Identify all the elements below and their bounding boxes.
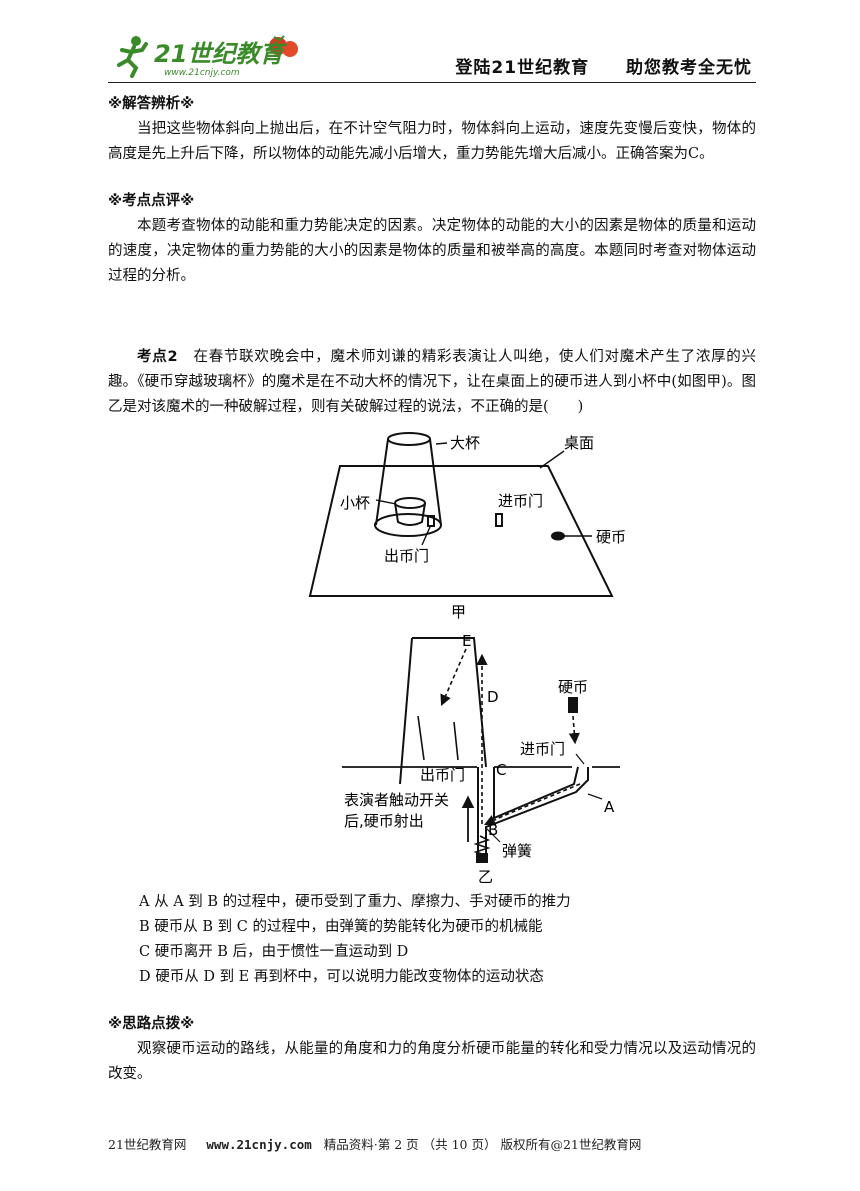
inner-line-left [417, 715, 425, 761]
arrow-E-to-cup [440, 648, 467, 707]
coin-in-door [495, 513, 503, 527]
label-big-cup: 大杯 [450, 434, 480, 452]
arrow-coin-down [568, 715, 580, 745]
question-label: 考点2 [137, 349, 178, 365]
caption-yi: 乙 [478, 868, 493, 886]
note-line-2: 后,硬币射出 [344, 812, 424, 830]
inner-line-right [453, 721, 459, 761]
footer-site-link[interactable]: www.21cnjy.com [206, 1137, 312, 1152]
label-B: B [488, 821, 498, 839]
label-D: D [487, 688, 499, 706]
label-C: C [496, 761, 506, 779]
page-footer: 21世纪教育网 www.21cnjy.com 精品资料·第 2 页 （共 10 页）… [108, 1134, 756, 1153]
page-header: 21世纪教育 www.21cnjy.com 登陆21世纪教育 助您教考全无忧 [108, 30, 756, 83]
leader-A [587, 793, 603, 800]
slogan-helper: 助您教考全无忧 [626, 58, 752, 78]
footer-left: 21世纪教育网 [108, 1137, 187, 1152]
tomato-icon [269, 35, 298, 57]
label-coin-out-yi: 出币门 [420, 766, 465, 784]
leader-spring [485, 827, 501, 843]
coin-icon [551, 531, 565, 541]
logo-text: 21世纪教育 [154, 40, 287, 68]
label-coin-in-yi: 进币门 [520, 740, 565, 758]
label-A: A [604, 798, 615, 816]
tabletop [308, 465, 614, 597]
logo-url: www.21cnjy.com [164, 68, 240, 78]
cup-profile [399, 637, 487, 785]
leader-table [539, 450, 565, 469]
small-cup-top [394, 497, 426, 509]
review-title: ※考点点评※ [108, 193, 195, 209]
channel [477, 766, 589, 859]
option-a: A 从 A 到 B 的过程中，硬币受到了重力、摩擦力、手对硬币的推力 [139, 894, 571, 910]
site-logo: 21世纪教育 www.21cnjy.com [117, 35, 298, 78]
note-line-1: 表演者触动开关 [344, 791, 449, 809]
leader-small-cup [375, 499, 397, 505]
spring-base [476, 853, 488, 863]
analysis-text: 当把这些物体斜向上抛出后，在不计空气阻力时，物体斜向上运动，速度先变慢后变快，物… [108, 121, 756, 162]
label-coin-yi: 硬币 [558, 678, 588, 696]
leader-coin-out [421, 526, 431, 546]
coin-icon-yi [568, 697, 578, 713]
page-content: ※解答辨析※ 当把这些物体斜向上抛出后，在不计空气阻力时，物体斜向上运动，速度先… [108, 92, 756, 1087]
big-cup [375, 438, 442, 526]
question-text: 考点2 在春节联欢晚会中，魔术师刘谦的精彩表演让人叫绝，使人们对魔术产生了浓厚的… [108, 345, 756, 420]
label-coin-in: 进币门 [498, 492, 543, 510]
figure-area: 大杯 桌面 小杯 进币门 硬币 出币门 甲 [108, 424, 756, 886]
option-c: C 硬币离开 B 后，由于惯性一直运动到 D [139, 944, 409, 960]
label-coin: 硬币 [596, 528, 626, 546]
question-body: 在春节联欢晚会中，魔术师刘谦的精彩表演让人叫绝，使人们对魔术产生了浓厚的兴趣。《… [108, 349, 757, 415]
hint-text: 观察硬币运动的路线，从能量的角度和力的角度分析硬币能量的转化和受力情况以及运动情… [108, 1041, 756, 1082]
coin-out-door [427, 515, 435, 527]
figure-yi [342, 637, 620, 863]
leader-coin-in [575, 753, 585, 765]
arrow-A-to-B [483, 783, 581, 826]
caption-jia: 甲 [451, 603, 466, 621]
slogan-login: 登陆21世纪教育 [455, 58, 590, 78]
magic-diagram: 大杯 桌面 小杯 进币门 硬币 出币门 甲 [308, 432, 626, 886]
leader-big-cup [435, 442, 448, 445]
options-list: A 从 A 到 B 的过程中，硬币受到了重力、摩擦力、手对硬币的推力 B 硬币从… [108, 890, 756, 990]
footer-right: 精品资料·第 2 页 （共 10 页） 版权所有@21世纪教育网 [323, 1137, 642, 1152]
figure-jia [308, 432, 614, 597]
spring-icon [473, 835, 491, 855]
label-small-cup: 小杯 [340, 494, 370, 512]
runner-icon [117, 36, 148, 78]
label-table: 桌面 [564, 434, 594, 452]
analysis-title: ※解答辨析※ [108, 96, 195, 112]
hint-title: ※思路点拨※ [108, 1016, 195, 1032]
option-d: D 硬币从 D 到 E 再到杯中，可以说明力能改变物体的运动状态 [139, 969, 544, 985]
option-b: B 硬币从 B 到 C 的过程中，由弹簧的势能转化为硬币的机械能 [139, 919, 543, 935]
label-E: E [462, 632, 471, 650]
label-spring: 弹簧 [502, 842, 532, 860]
big-cup-top [387, 432, 431, 446]
header-slogan: 登陆21世纪教育 助您教考全无忧 [455, 53, 752, 78]
review-text: 本题考查物体的动能和重力势能决定的因素。决定物体的动能的大小的因素是物体的质量和… [108, 218, 756, 284]
small-cup [394, 502, 426, 526]
label-coin-out: 出币门 [384, 547, 429, 565]
